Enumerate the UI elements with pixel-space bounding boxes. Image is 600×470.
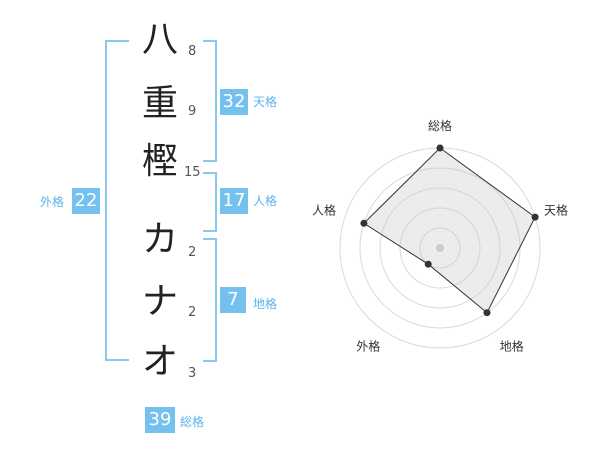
gaikaku-bracket <box>105 40 129 361</box>
radar-point-2 <box>531 213 539 221</box>
surname-stroke-count-2: 9 <box>188 104 197 119</box>
radar-axis-label-2: 天格 <box>544 202 568 217</box>
soukaku-value: 39 <box>145 407 175 433</box>
tenkaku-label: 天格 <box>253 95 278 109</box>
jinkaku-value: 17 <box>220 188 248 214</box>
radar-axis-label-3: 地格 <box>500 339 524 354</box>
chikaku-value: 7 <box>220 287 246 313</box>
radar-grid-ring <box>379 187 501 309</box>
radar-grid-ring <box>399 207 481 289</box>
chikaku-label: 地格 <box>253 297 278 311</box>
surname-char-3: 樫 <box>141 141 178 182</box>
given-char-3: オ <box>141 341 178 382</box>
surname-char-2: 重 <box>141 83 178 124</box>
soukaku-label: 総格 <box>180 415 205 429</box>
radar-point-5 <box>360 219 368 227</box>
radar-point-3 <box>483 309 491 317</box>
chikaku-bracket <box>203 238 217 362</box>
jinkaku-bracket <box>203 172 217 232</box>
surname-stroke-count-3: 15 <box>184 165 201 180</box>
jinkaku-label: 人格 <box>253 194 278 208</box>
radar-point-4 <box>424 260 432 268</box>
tenkaku-bracket <box>203 40 217 162</box>
surname-stroke-count-1: 8 <box>188 44 197 59</box>
given-stroke-count-3: 3 <box>188 366 197 381</box>
given-char-2: ナ <box>141 281 178 322</box>
radar-center-dot <box>436 244 444 252</box>
gaikaku-value: 22 <box>72 188 100 214</box>
given-char-1: カ <box>141 219 178 260</box>
radar-point-1 <box>436 144 444 152</box>
surname-char-1: 八 <box>141 19 178 60</box>
radar-axis-label-1: 総格 <box>428 118 452 133</box>
tenkaku-value: 32 <box>220 89 248 115</box>
radar-axis-label-4: 外格 <box>356 339 380 354</box>
radar-data-polygon <box>363 147 536 314</box>
radar-axis-label-5: 人格 <box>312 202 336 217</box>
radar-grid-ring <box>419 227 461 269</box>
gaikaku-label: 外格 <box>40 195 65 209</box>
given-stroke-count-1: 2 <box>188 245 197 260</box>
given-stroke-count-2: 2 <box>188 305 197 320</box>
